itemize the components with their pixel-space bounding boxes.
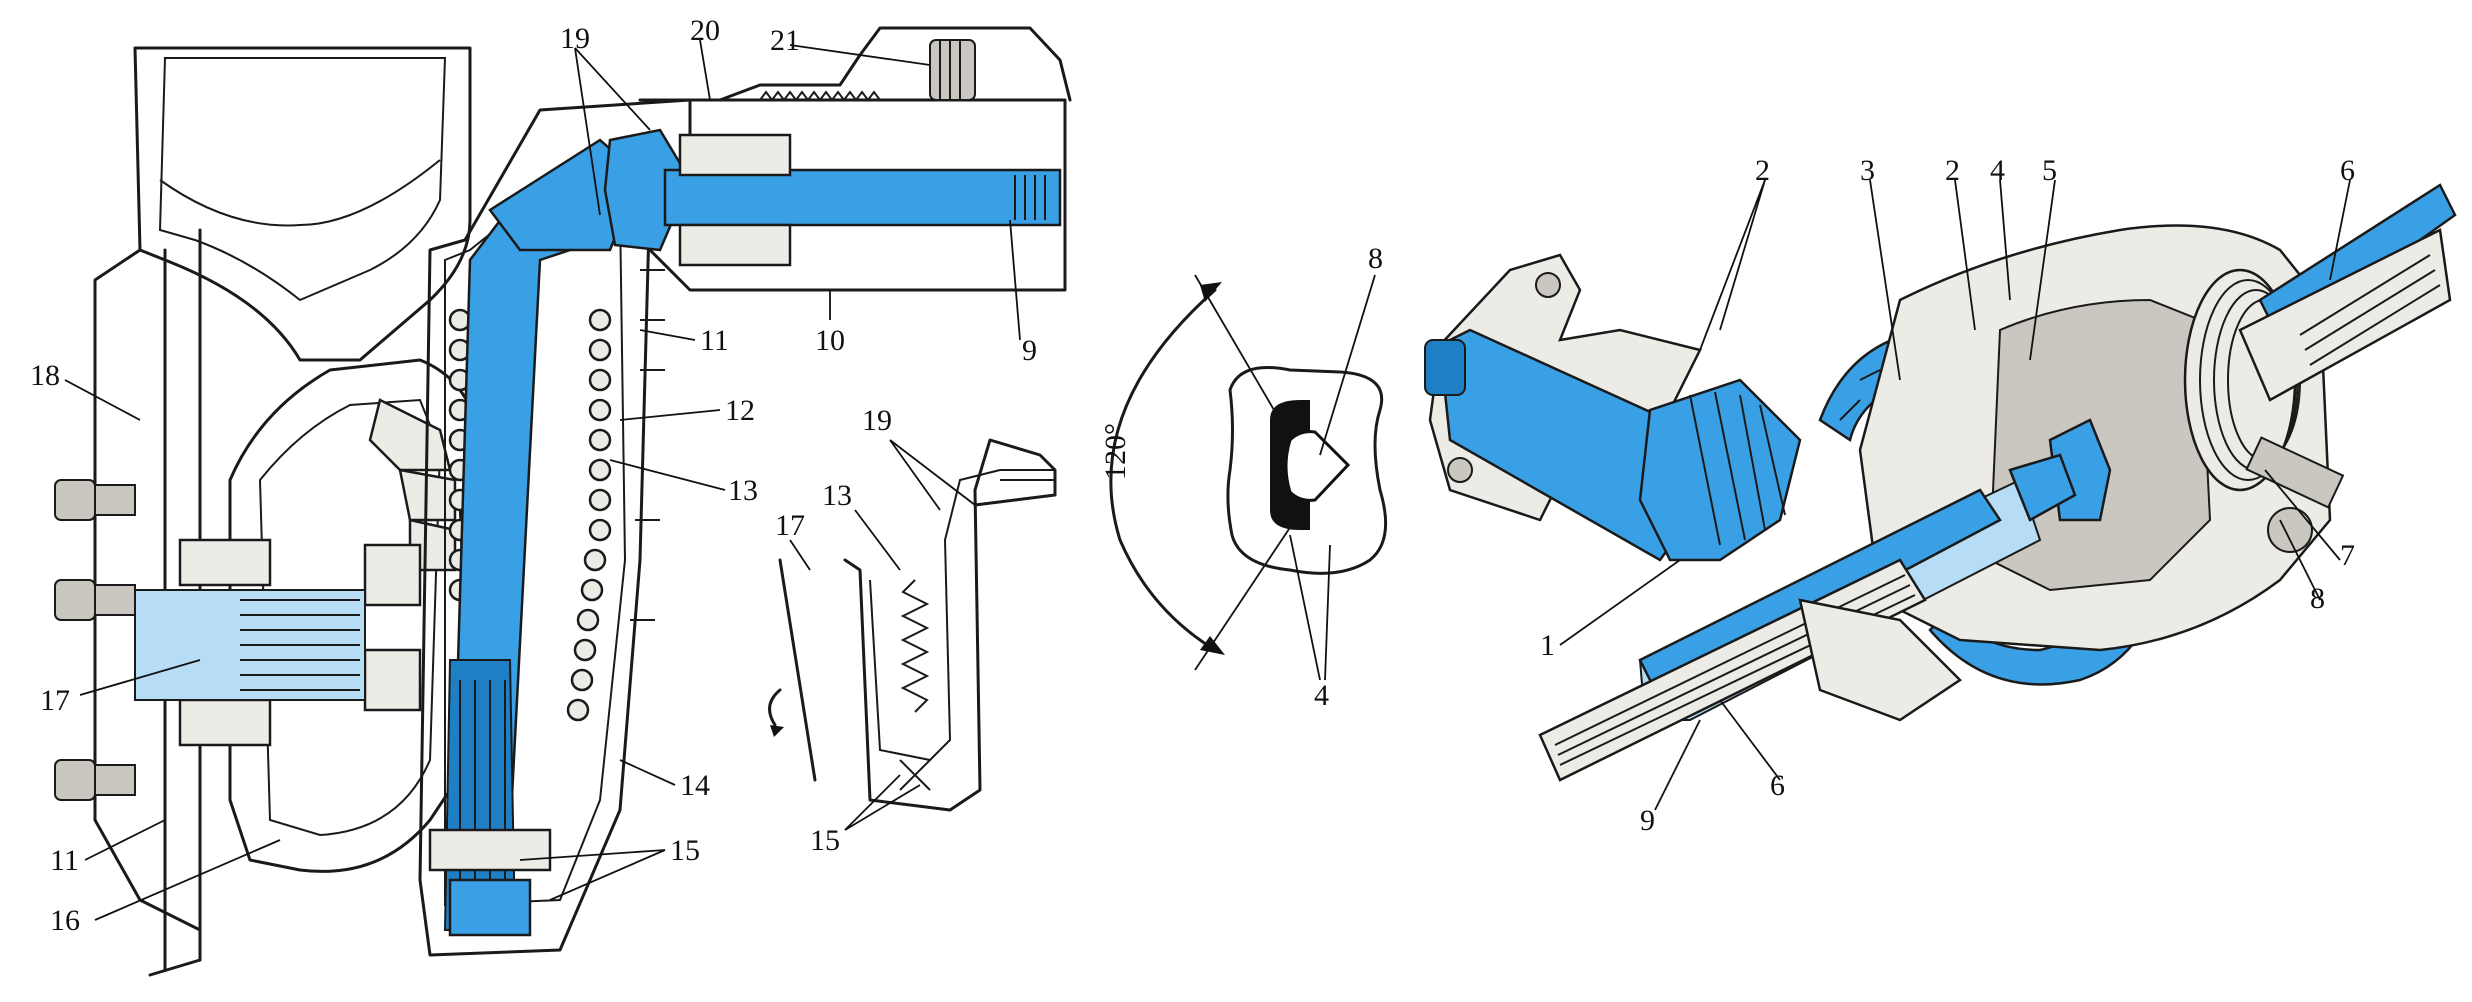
label-diff-9: 9 — [1640, 804, 1655, 837]
shaft-lower-splines — [459, 680, 506, 910]
rack-teeth — [759, 90, 881, 102]
label-detail-13: 13 — [822, 479, 852, 512]
cam-hub — [1284, 430, 1351, 502]
shaft-bottom-tip — [448, 878, 532, 937]
label-13: 13 — [728, 474, 758, 507]
inset-body — [843, 438, 1057, 812]
sector-housing-inner — [258, 398, 442, 837]
label-12: 12 — [725, 394, 755, 427]
label-9: 9 — [1022, 334, 1037, 367]
label-cam-4: 4 — [1314, 679, 1329, 712]
label-11-bottom: 11 — [50, 844, 79, 877]
label-diff-3: 3 — [1860, 154, 1875, 187]
label-16: 16 — [50, 904, 80, 937]
label-detail-19: 19 — [862, 404, 892, 437]
label-19: 19 — [560, 22, 590, 55]
column-rib — [159, 159, 441, 227]
label-21: 21 — [770, 24, 800, 57]
column-housing — [133, 46, 472, 362]
cam-leader-4b — [1324, 544, 1331, 681]
input-bearing — [678, 133, 792, 177]
input-shaft — [663, 168, 1062, 227]
pinion-nut — [1424, 339, 1466, 396]
cam-leader-8 — [1319, 274, 1376, 456]
inset-arrowhead — [770, 725, 784, 737]
label-11-top: 11 — [700, 324, 729, 357]
label-detail-15: 15 — [810, 824, 840, 857]
inset-body-inner — [869, 469, 1001, 762]
pinion-gear — [1638, 378, 1802, 562]
pinion-teeth — [1689, 391, 1786, 546]
label-diff-4: 4 — [1990, 154, 2005, 187]
label-17: 17 — [40, 684, 70, 717]
label-diff-5: 5 — [2042, 154, 2057, 187]
coil — [929, 39, 976, 101]
shaft-splines — [240, 599, 360, 691]
right-leaders — [1559, 179, 2351, 811]
label-cam-8: 8 — [1368, 242, 1383, 275]
inset-spring — [900, 579, 930, 713]
angle-arc — [1109, 288, 1217, 652]
angle-arrow-bottom — [1200, 636, 1225, 655]
bottom-bearing — [428, 828, 552, 872]
inset-rotation-arrow — [768, 688, 782, 727]
left-schematic-inset — [768, 438, 1057, 812]
bearing-upper — [178, 538, 272, 587]
left-labels: 19 20 21 18 11 10 9 12 13 17 14 15 11 16… — [30, 14, 1037, 937]
right-labels: 2 3 2 4 5 6 1 7 8 9 6 — [1540, 154, 2355, 837]
bolt-group — [54, 479, 136, 801]
label-10: 10 — [815, 324, 845, 357]
housing-ribs — [630, 269, 665, 621]
label-diff-8: 8 — [2310, 582, 2325, 615]
spider-gear — [2008, 453, 2077, 522]
label-diff-1: 1 — [1540, 629, 1555, 662]
right-axle-inner — [2238, 228, 2452, 402]
inset-rod — [778, 558, 817, 782]
lower-housing — [1798, 598, 1962, 722]
label-20: 20 — [690, 14, 720, 47]
middle-figure-cam: 120° 8 4 — [1099, 242, 1388, 712]
rack-housing — [418, 98, 692, 957]
label-diff-7: 7 — [2340, 539, 2355, 572]
right-axle-splines — [2299, 254, 2441, 366]
inset-output-lines — [1000, 469, 1055, 481]
bearing-right-upper — [363, 543, 422, 607]
column-housing-inner — [158, 57, 447, 302]
left-leaders — [64, 39, 1021, 921]
pin-end — [2267, 507, 2313, 553]
right-figure-differential — [1424, 183, 2457, 782]
label-18: 18 — [30, 359, 60, 392]
label-diff-6-top: 6 — [2340, 154, 2355, 187]
label-14: 14 — [680, 769, 710, 802]
bearing-lower — [178, 698, 272, 747]
label-diff-2b: 2 — [1945, 154, 1960, 187]
bracket-hole-top — [1535, 272, 1561, 298]
inset-cross — [899, 759, 931, 791]
bearing-right-lower — [363, 648, 422, 712]
input-shaft-splines — [1014, 175, 1046, 220]
left-figure-steering-gear — [54, 26, 1072, 977]
input-bearing-lower — [678, 223, 792, 267]
label-diff-2a: 2 — [1755, 154, 1770, 187]
bracket-hole-bottom — [1447, 457, 1473, 483]
cam-outline — [1226, 366, 1388, 575]
label-diff-6-bottom: 6 — [1770, 769, 1785, 802]
label-15: 15 — [670, 834, 700, 867]
top-housing — [718, 26, 1072, 102]
label-detail-17: 17 — [775, 509, 805, 542]
cam-leader-4a — [1289, 534, 1321, 681]
cross-pin — [2245, 436, 2345, 509]
angle-arrow-top — [1200, 282, 1222, 302]
input-shaft-housing — [638, 98, 1067, 292]
angle-label: 120° — [1099, 423, 1132, 480]
